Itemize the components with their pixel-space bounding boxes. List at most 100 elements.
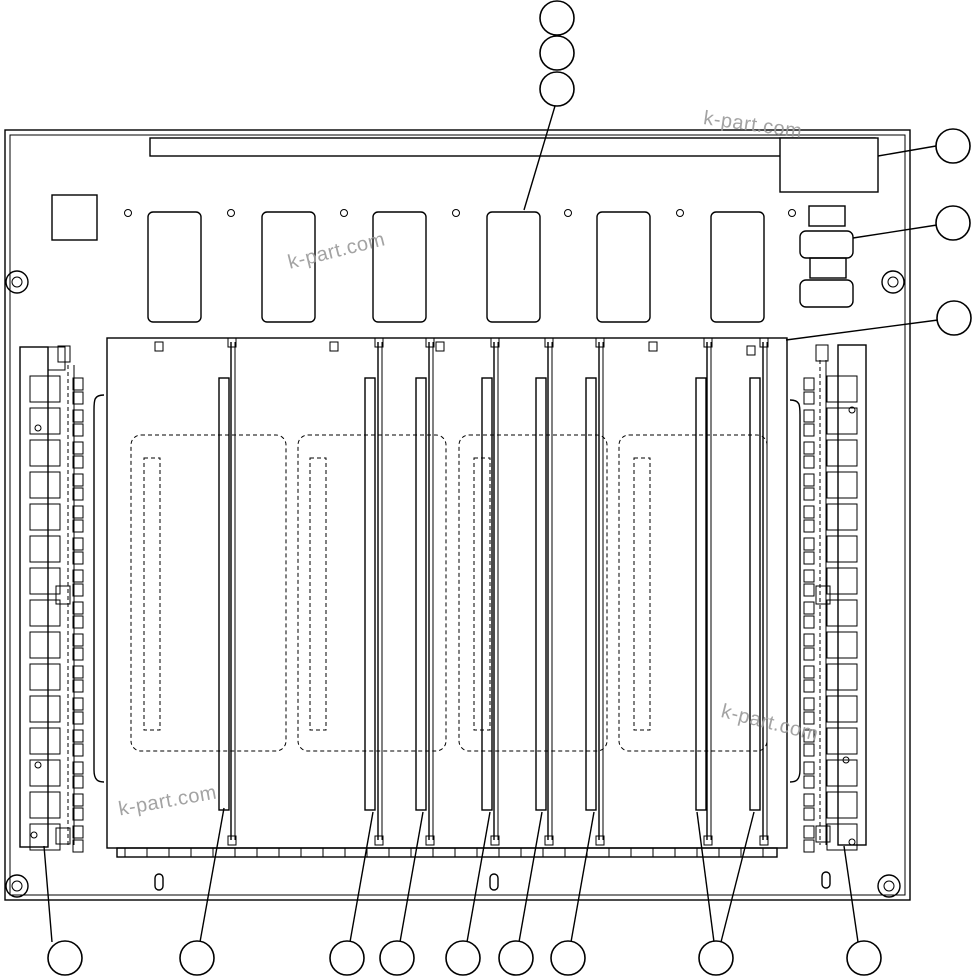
connector-pin (803, 697, 815, 711)
connector-cell (826, 535, 858, 563)
connector-pin (72, 615, 84, 629)
connector-pin (72, 743, 84, 757)
connector-cell (29, 503, 61, 531)
card-clip (759, 337, 769, 348)
connector-cell (826, 631, 858, 659)
window-cutouts (147, 211, 765, 323)
connector-pin (803, 793, 815, 807)
top-right-connectors (799, 205, 854, 308)
callout-bottom-2 (179, 940, 215, 976)
connector-pin (803, 473, 815, 487)
connector-cell (29, 439, 61, 467)
connector-pin (72, 487, 84, 501)
top-slot-bar (149, 137, 876, 157)
connector-cell (29, 567, 61, 595)
callout-bottom-3 (329, 940, 365, 976)
card-guide (695, 377, 707, 811)
connector-pin (72, 633, 84, 647)
connector-pin (72, 601, 84, 615)
connector-pin (72, 793, 84, 807)
connector-pin (803, 647, 815, 661)
connector-pin (72, 807, 84, 821)
right-connector-strip (789, 344, 867, 853)
connector-pin (803, 487, 815, 501)
card-guide (415, 377, 427, 811)
card-clip (374, 835, 384, 846)
connector-pin (72, 839, 84, 853)
connector-pin (72, 711, 84, 725)
bottom-rail (116, 847, 831, 891)
connector-cell (29, 407, 61, 435)
connector-cell (29, 599, 61, 627)
mounting-holes-row (124, 209, 796, 217)
callout-top-2 (539, 35, 575, 71)
connector-pin (803, 761, 815, 775)
connector-pin (803, 455, 815, 469)
connector-pin (803, 825, 815, 839)
card-clip (544, 337, 554, 348)
connector-pin (803, 633, 815, 647)
card-clip (227, 835, 237, 846)
connector-cell (826, 503, 858, 531)
connector-cell (29, 471, 61, 499)
connector-cell (29, 759, 61, 787)
connector-pin (803, 679, 815, 693)
connector-cell (826, 823, 858, 851)
callout-top-1 (539, 0, 575, 36)
connector-pin (72, 825, 84, 839)
connector-pin (803, 729, 815, 743)
connector-cell (29, 695, 61, 723)
connector-pin (72, 665, 84, 679)
back-plate (4, 129, 911, 901)
card-clip (595, 835, 605, 846)
leader-lines (43, 105, 939, 943)
connector-pin (803, 537, 815, 551)
card-guide (749, 377, 761, 811)
connector-cell (826, 439, 858, 467)
callout-bottom-8 (698, 940, 734, 976)
connector-pin (803, 423, 815, 437)
connector-pin (803, 839, 815, 853)
connector-pin (72, 377, 84, 391)
connector-pin (803, 519, 815, 533)
label-plate (779, 137, 879, 193)
connector-cell (826, 791, 858, 819)
connector-pin (803, 441, 815, 455)
connector-cell (826, 727, 858, 755)
callout-right-2 (935, 205, 971, 241)
card-clip (759, 835, 769, 846)
connector-pin (72, 455, 84, 469)
connector-cell (29, 727, 61, 755)
left-connector-strip (19, 345, 105, 853)
card-clip (490, 337, 500, 348)
connector-pin (72, 391, 84, 405)
connector-pin (72, 775, 84, 789)
connector-pin (803, 743, 815, 757)
callout-bottom-7 (550, 940, 586, 976)
connector-pin (72, 729, 84, 743)
connector-cell (29, 375, 61, 403)
callout-bottom-4 (379, 940, 415, 976)
connector-pin (803, 583, 815, 597)
connector-cell (29, 663, 61, 691)
callout-right-3 (936, 300, 972, 336)
card-guide (535, 377, 547, 811)
connector-pin (803, 377, 815, 391)
callout-bottom-6 (498, 940, 534, 976)
connector-cell (826, 407, 858, 435)
card-guide (364, 377, 376, 811)
connector-cell (826, 567, 858, 595)
connector-pin (803, 665, 815, 679)
callout-right-1 (935, 128, 971, 164)
card-clip (425, 337, 435, 348)
connector-pin (72, 409, 84, 423)
connector-pin (803, 807, 815, 821)
card-guide (218, 377, 230, 811)
connector-cell (826, 663, 858, 691)
connector-pin (72, 519, 84, 533)
callout-top-3 (539, 71, 575, 107)
connector-pin (803, 569, 815, 583)
corner-holes (5, 270, 905, 898)
connector-pin (72, 551, 84, 565)
connector-pin (803, 551, 815, 565)
